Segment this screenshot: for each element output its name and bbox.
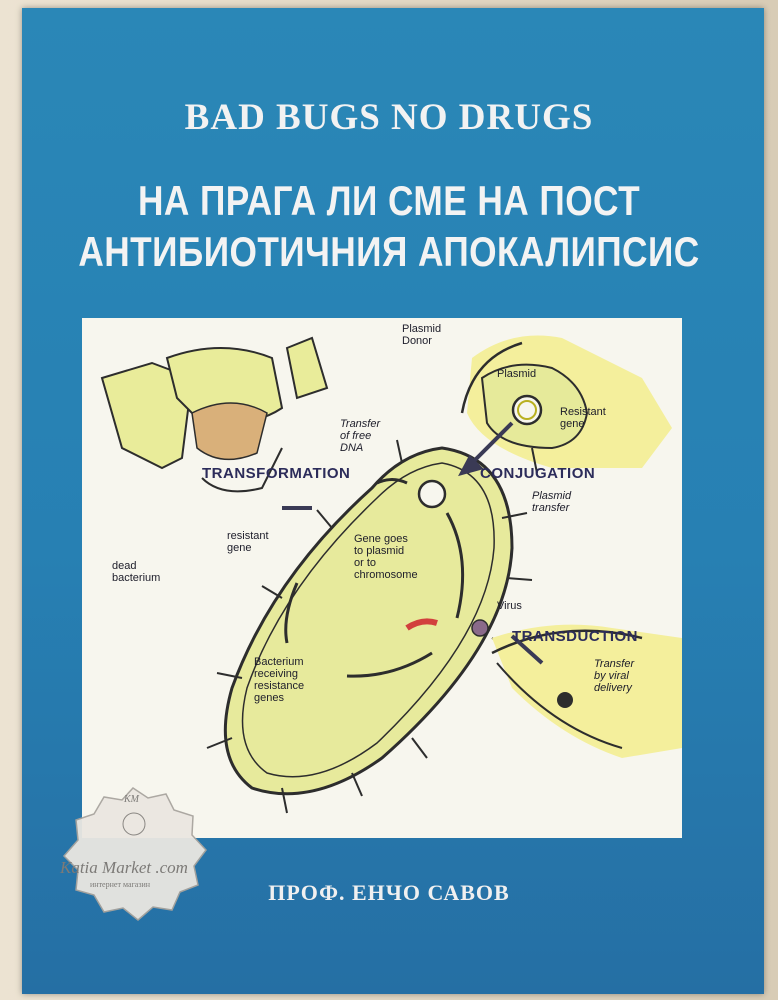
label-transfer-viral: Transfer by viral delivery (594, 658, 635, 694)
label-bacterium-receiving: Bacterium receiving resistance genes (254, 656, 305, 704)
label-plasmid: Plasmid (497, 368, 537, 380)
label-plasmid-donor: Plasmid Donor (402, 323, 442, 347)
dead-bacterium-core (191, 402, 268, 461)
label-transfer-free-dna: Transfer of free DNA (340, 418, 381, 454)
label-plasmid-transfer: Plasmid transfer (532, 490, 572, 514)
transduction-bacterium-fill (492, 624, 682, 758)
label-dead-bacterium: dead bacterium (112, 560, 161, 584)
transduction-bacterium-outline-2 (496, 662, 623, 749)
watermark-seal (62, 787, 207, 921)
watermark-brand: Katia Market .com (60, 858, 188, 877)
bacterium-spikes (206, 439, 538, 814)
main-bacterium-inner-membrane (241, 462, 495, 778)
dead-bacterium-fragment-3 (285, 336, 329, 400)
cover-title-english: BAD BUGS NO DRUGS (184, 97, 594, 138)
label-transduction: TRANSDUCTION (512, 628, 638, 645)
cover-title-bulgarian-line1: НА ПРАГА ЛИ СМЕ НА ПОСТ (137, 177, 641, 224)
dead-bacterium-fragment-1 (100, 361, 194, 470)
cover-illustration: Plasmid Donor Plasmid Resistant gene Tra… (82, 318, 682, 838)
main-plasmid-ring (417, 479, 447, 509)
label-conjugation: CONJUGATION (480, 465, 596, 482)
transfer-arrows (282, 421, 544, 665)
transduction-bacterium-outline (491, 629, 643, 655)
gene-marker-red (405, 618, 438, 631)
bacteria-diagram (100, 335, 682, 814)
label-gene-goes: Gene goes to plasmid or to chromosome (354, 533, 418, 581)
donor-bacterium-outline (460, 341, 523, 414)
donor-plasmid-inner-ring (517, 400, 537, 420)
viral-delivery-icon (557, 692, 573, 708)
watermark-tagline: интернет магазин (90, 880, 151, 889)
virus-particle (471, 619, 489, 637)
dead-bacterium-edge (201, 447, 283, 493)
main-bacterium (223, 446, 514, 796)
cover-title-bulgarian-line2: АНТИБИОТИЧНИЯ АПОКАЛИПСИС (78, 228, 700, 275)
label-resistant-gene-left: resistant gene (227, 530, 269, 554)
cover-author: ПРОФ. ЕНЧО САВОВ (268, 880, 510, 905)
watermark-monogram: KM (124, 794, 139, 805)
cycle-arrows (284, 478, 465, 678)
label-resistant-gene-top: Resistant gene (560, 406, 606, 430)
label-virus: Virus (497, 600, 522, 612)
label-transformation: TRANSFORMATION (202, 465, 351, 482)
